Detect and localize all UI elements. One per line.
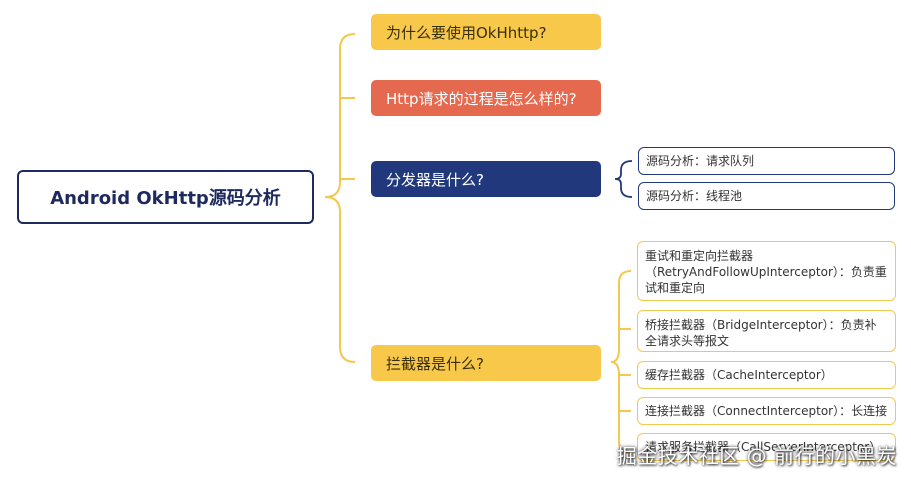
topic-dispatcher[interactable]: 分发器是什么?: [371, 161, 601, 197]
dispatcher-bracket: [614, 160, 633, 198]
interceptor-retry-followup[interactable]: 重试和重定向拦截器（RetryAndFollowUpInterceptor）：负…: [637, 241, 896, 301]
interceptor-cache[interactable]: 缓存拦截器（CacheInterceptor）: [637, 361, 896, 389]
topic-interceptor[interactable]: 拦截器是什么?: [371, 345, 601, 381]
topic-why-okhttp[interactable]: 为什么要使用OkHhttp?: [371, 14, 601, 50]
topic-http-request-process[interactable]: Http请求的过程是怎么样的?: [371, 80, 601, 116]
main-branch-bracket: [324, 33, 356, 363]
interceptor-connect[interactable]: 连接拦截器（ConnectInterceptor）：长连接: [637, 397, 896, 425]
dispatcher-request-queue[interactable]: 源码分析：请求队列: [638, 147, 895, 175]
dispatcher-thread-pool[interactable]: 源码分析：线程池: [638, 182, 895, 210]
interceptor-bracket: [610, 270, 632, 454]
interceptor-call-server[interactable]: 请求服务拦截器（CallServerInterceptor）: [637, 433, 896, 461]
watermark-text: 掘金技术社区 @ 前行的小黑炭: [616, 444, 897, 468]
root-node[interactable]: Android OkHttp源码分析: [17, 170, 314, 224]
interceptor-bridge[interactable]: 桥接拦截器（BridgeInterceptor）：负责补全请求头等报文: [637, 310, 896, 352]
